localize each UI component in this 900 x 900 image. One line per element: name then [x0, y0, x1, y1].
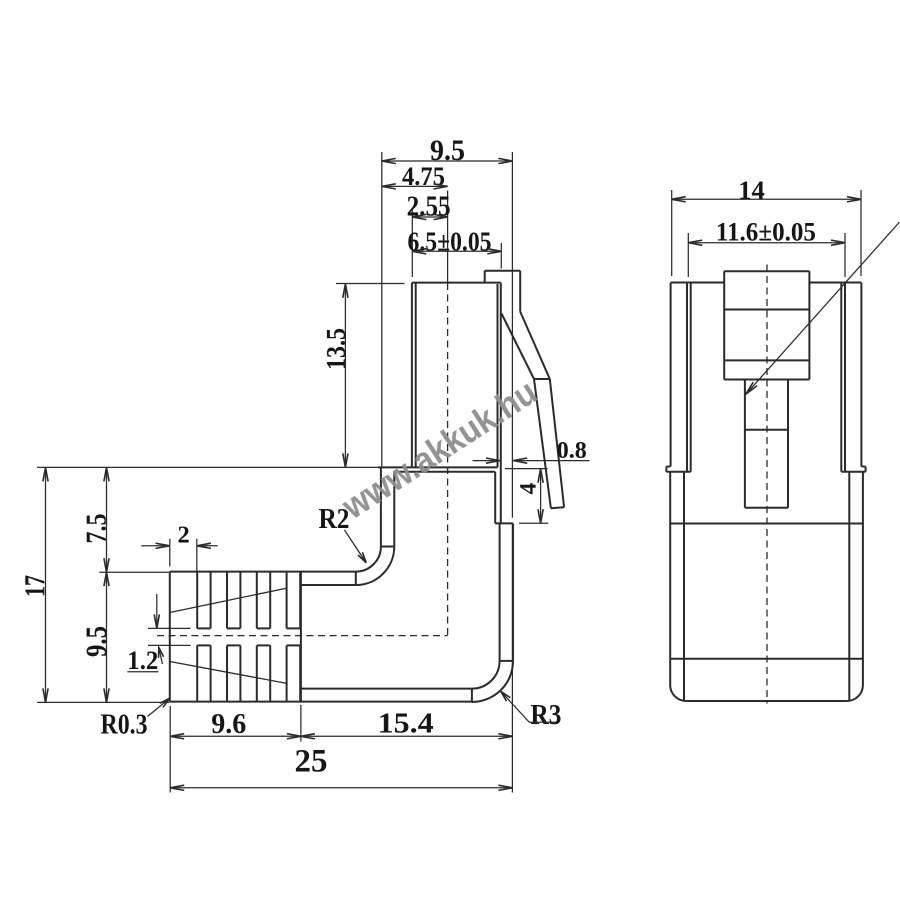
svg-text:0.8: 0.8: [557, 438, 587, 464]
svg-text:15.4: 15.4: [378, 709, 434, 740]
svg-text:25: 25: [295, 743, 328, 779]
svg-text:9.6: 9.6: [211, 709, 246, 740]
svg-text:6.5±0.05: 6.5±0.05: [408, 227, 492, 257]
svg-text:11.6±0.05: 11.6±0.05: [716, 218, 816, 247]
svg-text:4.75: 4.75: [402, 162, 445, 191]
svg-text:2: 2: [177, 521, 189, 548]
svg-text:13.5: 13.5: [321, 328, 351, 370]
svg-text:9.5: 9.5: [430, 134, 465, 167]
svg-text:R2: R2: [319, 504, 350, 535]
svg-text:17: 17: [20, 575, 51, 597]
svg-text:7.5: 7.5: [82, 514, 113, 544]
svg-text:4: 4: [516, 482, 542, 494]
svg-text:R0.3: R0.3: [101, 710, 148, 741]
svg-text:R3: R3: [530, 700, 561, 731]
svg-text:9.5: 9.5: [80, 626, 113, 657]
svg-text:14: 14: [738, 175, 765, 205]
svg-text:1.2: 1.2: [127, 646, 158, 675]
